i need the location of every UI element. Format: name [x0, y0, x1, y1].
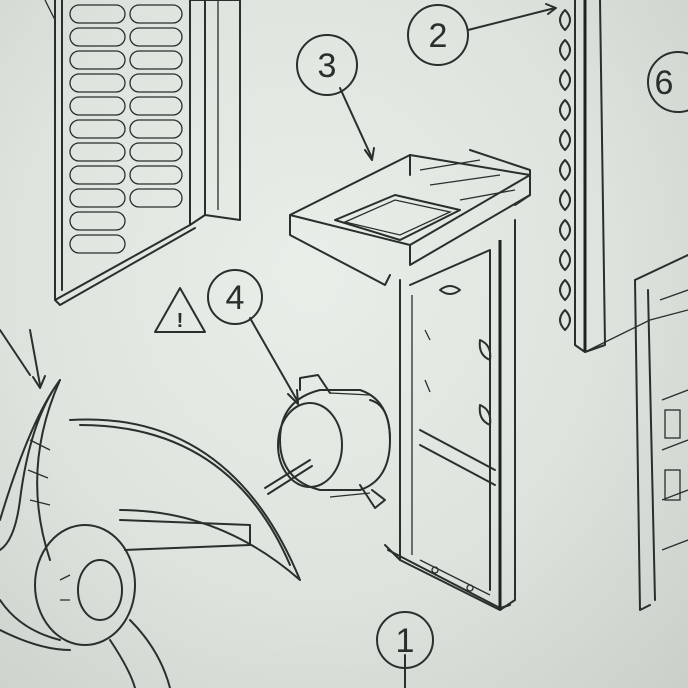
control-box: [634, 254, 688, 611]
callout-label-3: 3: [318, 47, 337, 85]
warning-icon: !: [154, 287, 206, 333]
callout-6: 6: [647, 51, 688, 113]
callout-label-4: 4: [226, 279, 245, 317]
grille-panel: [44, 0, 241, 306]
callout-4: 4: [207, 269, 263, 325]
warning-symbol: !: [177, 310, 184, 332]
heat-exchanger-coil: [559, 0, 688, 353]
fan-motor: [264, 374, 391, 509]
fan-blade: [0, 329, 301, 688]
callout-label-1: 1: [396, 622, 415, 660]
callout-label-6: 6: [655, 64, 674, 102]
callout-3: 3: [296, 34, 358, 96]
leader-lines: [29, 3, 557, 688]
motor-mount-frame: [289, 149, 531, 611]
callout-label-2: 2: [429, 17, 448, 55]
callout-1: 1: [376, 611, 434, 669]
callout-2: 2: [407, 4, 469, 66]
